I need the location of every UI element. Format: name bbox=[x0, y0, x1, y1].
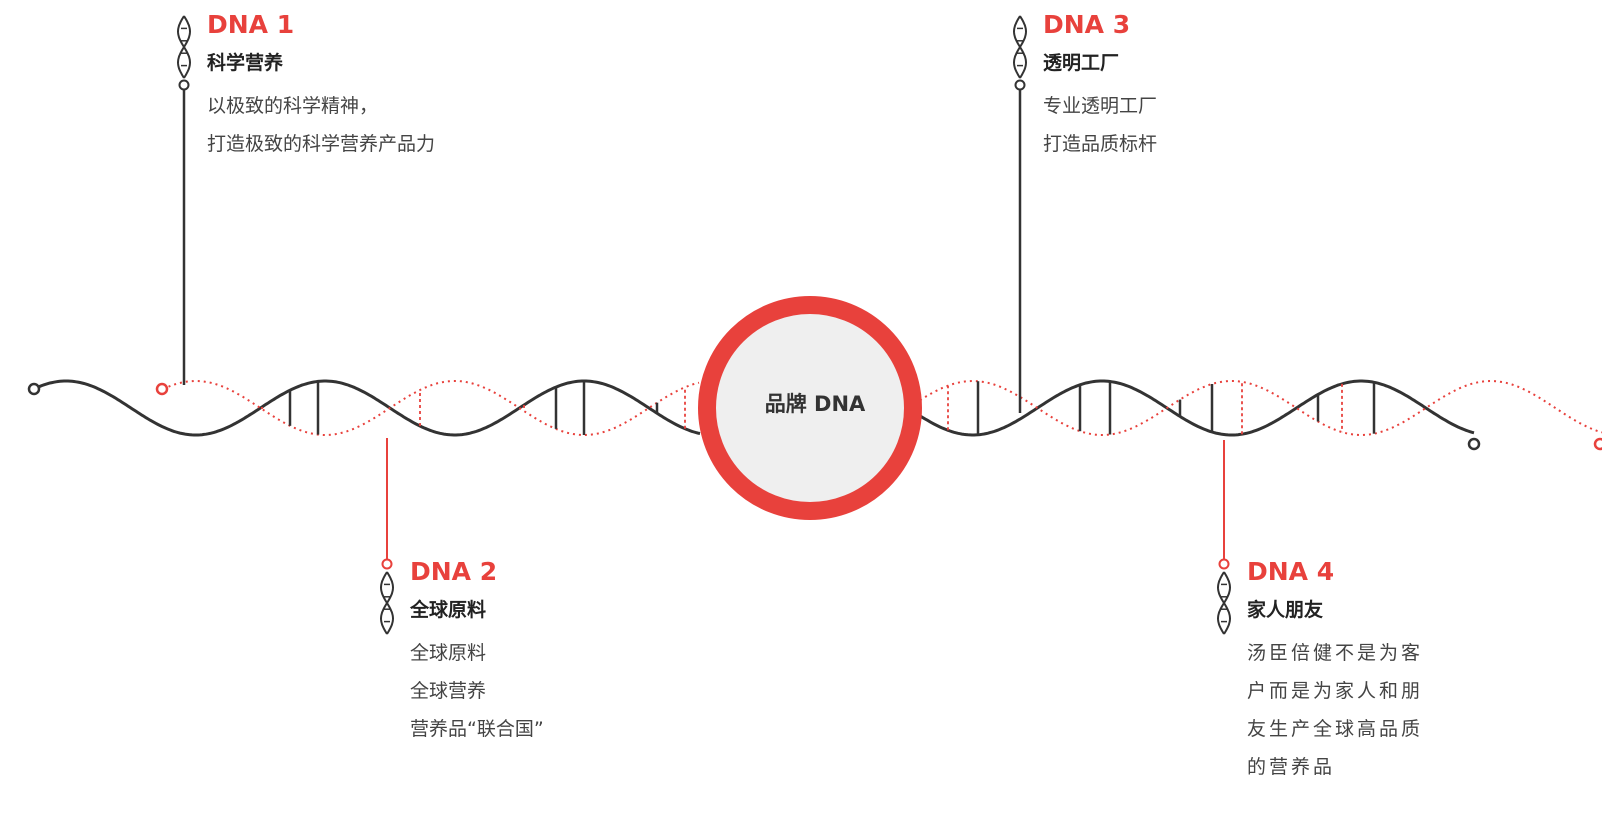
dna-3-title: DNA 3 bbox=[1043, 10, 1131, 39]
dna-3-line-1: 专业透明工厂 bbox=[1043, 95, 1158, 117]
dna-2-subtitle: 全球原料 bbox=[410, 599, 487, 621]
dna-1-block: DNA 1 科学营养 以极致的科学精神， 打造极致的科学营养产品力 bbox=[207, 10, 435, 163]
dna-3-subtitle: 透明工厂 bbox=[1043, 52, 1120, 74]
dna-4-line-4: 的营养品 bbox=[1247, 756, 1336, 778]
dna-4-subtitle: 家人朋友 bbox=[1247, 599, 1324, 621]
dna-helix-strand-icon bbox=[27, 379, 1602, 451]
strand-end-node bbox=[27, 382, 41, 396]
dna-1-line-2: 打造极致的科学营养产品力 bbox=[207, 133, 436, 155]
dna-2-line-2: 全球营养 bbox=[410, 680, 487, 702]
dna-icon bbox=[1216, 558, 1232, 635]
dna-1-line-1: 以极致的科学精神， bbox=[207, 95, 379, 117]
dna-icon bbox=[1012, 15, 1028, 91]
dna-4-line-3: 友生产全球高品质 bbox=[1247, 718, 1424, 740]
dna-2-block: DNA 2 全球原料 全球原料 全球营养 营养品“联合国” bbox=[410, 557, 544, 748]
dna-2-line-3: 营养品“联合国” bbox=[410, 718, 544, 740]
center-label: 品牌 DNA bbox=[764, 392, 866, 416]
dna-4-title: DNA 4 bbox=[1247, 557, 1335, 586]
dna-2-line-1: 全球原料 bbox=[410, 642, 487, 664]
dna-2-title: DNA 2 bbox=[410, 557, 498, 586]
connector-stems bbox=[176, 15, 1232, 635]
dna-icon bbox=[379, 558, 395, 635]
helix-strand-red bbox=[162, 380, 700, 436]
strand-end-node bbox=[1467, 437, 1481, 451]
dna-1-subtitle: 科学营养 bbox=[207, 52, 284, 74]
helix-strand-dark bbox=[919, 379, 1475, 437]
dna-4-block: DNA 4 家人朋友 汤臣倍健不是为客 户而是为家人和朋 友生产全球高品质 的营… bbox=[1247, 557, 1423, 786]
strand-end-node bbox=[155, 382, 169, 396]
strand-end-node bbox=[1593, 437, 1602, 451]
dna-icon bbox=[176, 15, 192, 91]
helix-strand-dark bbox=[35, 379, 701, 437]
dna-3-line-2: 打造品质标杆 bbox=[1043, 133, 1158, 155]
brand-dna-circle bbox=[698, 296, 922, 520]
dna-4-line-1: 汤臣倍健不是为客 bbox=[1247, 642, 1424, 664]
dna-1-title: DNA 1 bbox=[207, 10, 295, 39]
dna-4-line-2: 户而是为家人和朋 bbox=[1247, 680, 1424, 702]
dna-3-block: DNA 3 透明工厂 专业透明工厂 打造品质标杆 bbox=[1043, 10, 1157, 163]
helix-strand-red bbox=[919, 380, 1602, 436]
